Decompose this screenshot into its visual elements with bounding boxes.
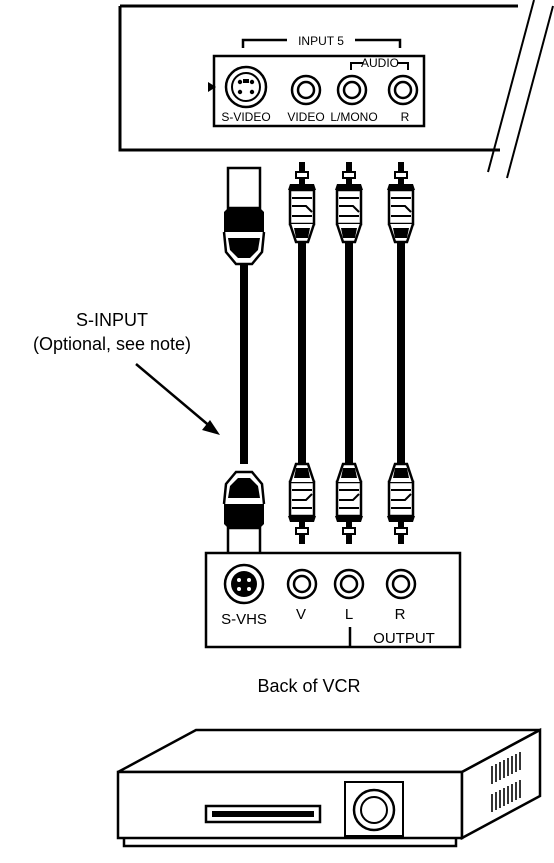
vcr-jack-label-r: R bbox=[395, 606, 406, 623]
audio-label: AUDIO bbox=[361, 56, 399, 70]
tv-video-jack bbox=[290, 74, 322, 106]
tv-jack-label-svideo: S-VIDEO bbox=[221, 110, 270, 124]
tv-svideo-jack bbox=[224, 65, 268, 109]
vcr-svhs-jack bbox=[223, 563, 265, 605]
vcr-output-panel: S-VHS V L R OUTPUT bbox=[204, 551, 462, 649]
vcr-audio-r-jack bbox=[385, 568, 417, 600]
vcr-audio-l-jack bbox=[333, 568, 365, 600]
break-line-left bbox=[487, 0, 535, 173]
svideo-cable bbox=[222, 166, 266, 570]
output-label: OUTPUT bbox=[373, 630, 435, 647]
video-rca-cable bbox=[286, 160, 318, 546]
callout-note: (Optional, see note) bbox=[33, 334, 191, 354]
break-line-right bbox=[506, 5, 554, 179]
tv-jack-label-r: R bbox=[401, 110, 410, 124]
tv-jack-label-lmono: L/MONO bbox=[330, 110, 377, 124]
input5-bracket bbox=[241, 38, 402, 48]
audio-r-rca-cable bbox=[385, 160, 417, 546]
vcr-back-caption: Back of VCR bbox=[257, 676, 360, 696]
vent-grille-icon bbox=[491, 752, 521, 812]
tv-jack-label-video: VIDEO bbox=[287, 110, 324, 124]
vcr-jack-label-l: L bbox=[345, 606, 353, 623]
arrow-marker-icon bbox=[208, 82, 216, 92]
input5-label: INPUT 5 bbox=[298, 34, 344, 48]
vcr-jack-label-svhs: S-VHS bbox=[221, 611, 267, 628]
callout-arrow-icon bbox=[135, 363, 220, 435]
tv-audio-l-jack bbox=[336, 74, 368, 106]
vcr-video-jack bbox=[286, 568, 318, 600]
vcr-unit-illustration bbox=[116, 727, 542, 848]
audio-l-rca-cable bbox=[333, 160, 365, 546]
audio-bracket bbox=[350, 62, 409, 70]
callout-title: S-INPUT bbox=[76, 310, 148, 330]
tv-input-panel: INPUT 5 AUDIO S-VIDEO VIDEO L/MONO R bbox=[118, 0, 554, 179]
vcr-jack-label-v: V bbox=[296, 606, 306, 623]
tv-audio-r-jack bbox=[387, 74, 419, 106]
